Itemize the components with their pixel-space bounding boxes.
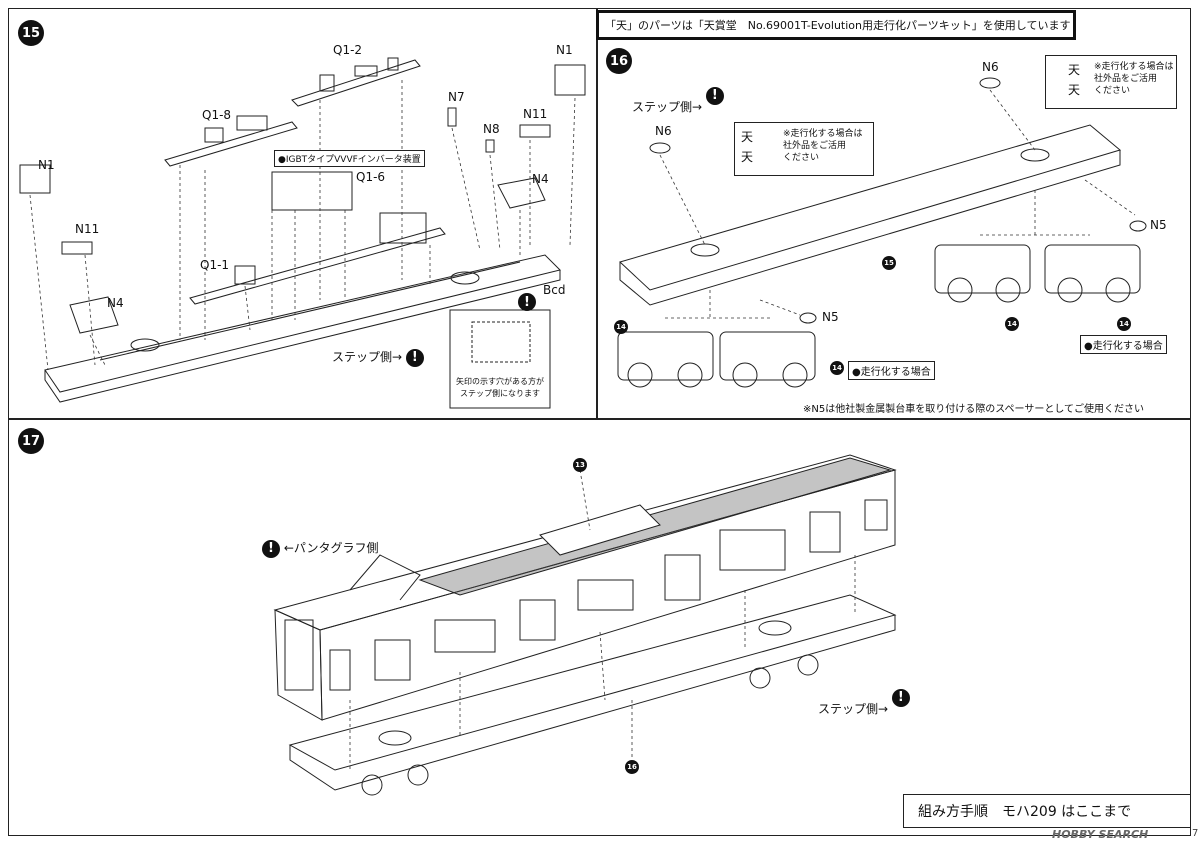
ten-note-right-line-1: ※走行化する場合は xyxy=(1094,62,1174,72)
step-side-text-17: ステップ側→ xyxy=(818,702,889,716)
ref-badge-14: 14 xyxy=(830,361,844,375)
warning-icon: ! xyxy=(891,688,910,707)
step-side-text-16: ステップ側→ xyxy=(632,100,703,114)
warning-icon: ! xyxy=(405,348,424,367)
page-number: 7 xyxy=(1192,828,1199,839)
ten-note-line-2: 社外品をご活用 xyxy=(783,141,847,151)
label-q1-6: Q1-6 xyxy=(356,170,386,184)
ref-badge-14: 14 xyxy=(1005,317,1019,331)
assembly-end-footer: 組み方手順 モハ209 はここまで xyxy=(903,794,1191,828)
ref-badge-13-number: 13 xyxy=(575,461,585,469)
ref-badge-14-number: 14 xyxy=(832,364,842,372)
running-note-right: ●走行化する場合 xyxy=(1080,335,1167,354)
ref-badge-14-number: 14 xyxy=(1007,320,1017,328)
inset-note-line-1: 矢印の示す穴がある方が xyxy=(456,377,544,386)
header-note-text: 「天」のパーツは「天賞堂 No.69001T-Evolution用走行化パーツキ… xyxy=(605,19,1071,32)
panel-step-17 xyxy=(8,418,1191,836)
ref-badge-13: 13 xyxy=(573,458,587,472)
running-note-left: ●走行化する場合 xyxy=(848,361,935,380)
inset-note-line-2: ステップ側になります xyxy=(460,389,540,398)
label-bcd: Bcd xyxy=(543,283,566,297)
step-side-indicator-17: ステップ側→ ! xyxy=(818,688,910,719)
ten-note-line-3: ください xyxy=(783,153,820,163)
watermark: HOBBY SEARCH xyxy=(1052,828,1149,841)
ref-badge-14-number: 14 xyxy=(616,323,626,331)
pantograph-side-indicator: ! ←パンタグラフ側 xyxy=(262,539,378,558)
pantograph-side-text: ←パンタグラフ側 xyxy=(283,541,379,555)
ten-marker-top: 天 xyxy=(741,130,754,144)
label-n7: N7 xyxy=(448,90,465,104)
n5-footnote: ※N5は他社製金属製台車を取り付ける際のスペーサーとしてご使用ください xyxy=(803,404,1145,415)
panel-step-16 xyxy=(596,8,1191,420)
label-n4-left: N4 xyxy=(107,296,124,310)
ref-badge-15: 15 xyxy=(882,256,896,270)
panel-step-15 xyxy=(8,8,598,420)
label-n1-left: N1 xyxy=(38,158,55,172)
ref-badge-14: 14 xyxy=(1117,317,1131,331)
footer-text: 組み方手順 モハ209 はここまで xyxy=(918,804,1132,820)
label-n6-left: N6 xyxy=(655,124,672,138)
ten-marker-bottom: 天 xyxy=(741,150,754,164)
step-16-number: 16 xyxy=(609,53,629,69)
label-q1-8: Q1-8 xyxy=(202,108,232,122)
step-side-text-15: ステップ側→ xyxy=(332,350,403,364)
step-side-indicator-16: ステップ側→ ! xyxy=(632,86,724,117)
label-n11-right: N11 xyxy=(523,107,548,121)
ten-note-right-line-3: ください xyxy=(1094,86,1131,96)
step-15-number: 15 xyxy=(21,25,41,41)
ten-note-right-line-2: 社外品をご活用 xyxy=(1094,74,1158,84)
label-q1-1: Q1-1 xyxy=(200,258,230,272)
ref-badge-14-number: 14 xyxy=(1119,320,1129,328)
label-n4-right: N4 xyxy=(532,172,549,186)
label-n5-right: N5 xyxy=(1150,218,1167,232)
inset-note: 矢印の示す穴がある方が ステップ側になります xyxy=(452,376,548,400)
ref-badge-14: 14 xyxy=(614,320,628,334)
warning-icon: ! xyxy=(262,539,280,558)
step-17-number: 17 xyxy=(21,433,41,449)
ten-parts-note-left: 天 天 ※走行化する場合は 社外品をご活用 ください xyxy=(734,122,874,176)
label-n1-right: N1 xyxy=(556,43,573,57)
ten-parts-note-right: 天 天 ※走行化する場合は 社外品をご活用 ください xyxy=(1045,55,1177,109)
label-n11-left: N11 xyxy=(75,222,100,236)
step-15-marker: 15 xyxy=(18,20,44,46)
label-q1-2: Q1-2 xyxy=(333,43,363,57)
warning-icon: ! xyxy=(518,293,536,311)
ten-marker-bottom: 天 xyxy=(1068,83,1081,97)
step-side-indicator-15: ステップ側→ ! xyxy=(332,348,424,367)
label-n8: N8 xyxy=(483,122,500,136)
ref-badge-16: 16 xyxy=(625,760,639,774)
label-n6-right: N6 xyxy=(982,60,999,74)
step-16-marker: 16 xyxy=(606,48,632,74)
ten-note-line-1: ※走行化する場合は xyxy=(783,129,863,139)
warning-icon: ! xyxy=(705,86,724,105)
ref-badge-16-number: 16 xyxy=(627,763,637,771)
label-n5-left: N5 xyxy=(822,310,839,324)
igbt-note: ●IGBTタイプVVVFインバータ装置 xyxy=(274,150,425,167)
ten-marker-top: 天 xyxy=(1068,63,1081,77)
header-note: 「天」のパーツは「天賞堂 No.69001T-Evolution用走行化パーツキ… xyxy=(596,10,1076,40)
ref-badge-15-number: 15 xyxy=(884,259,894,267)
step-17-marker: 17 xyxy=(18,428,44,454)
